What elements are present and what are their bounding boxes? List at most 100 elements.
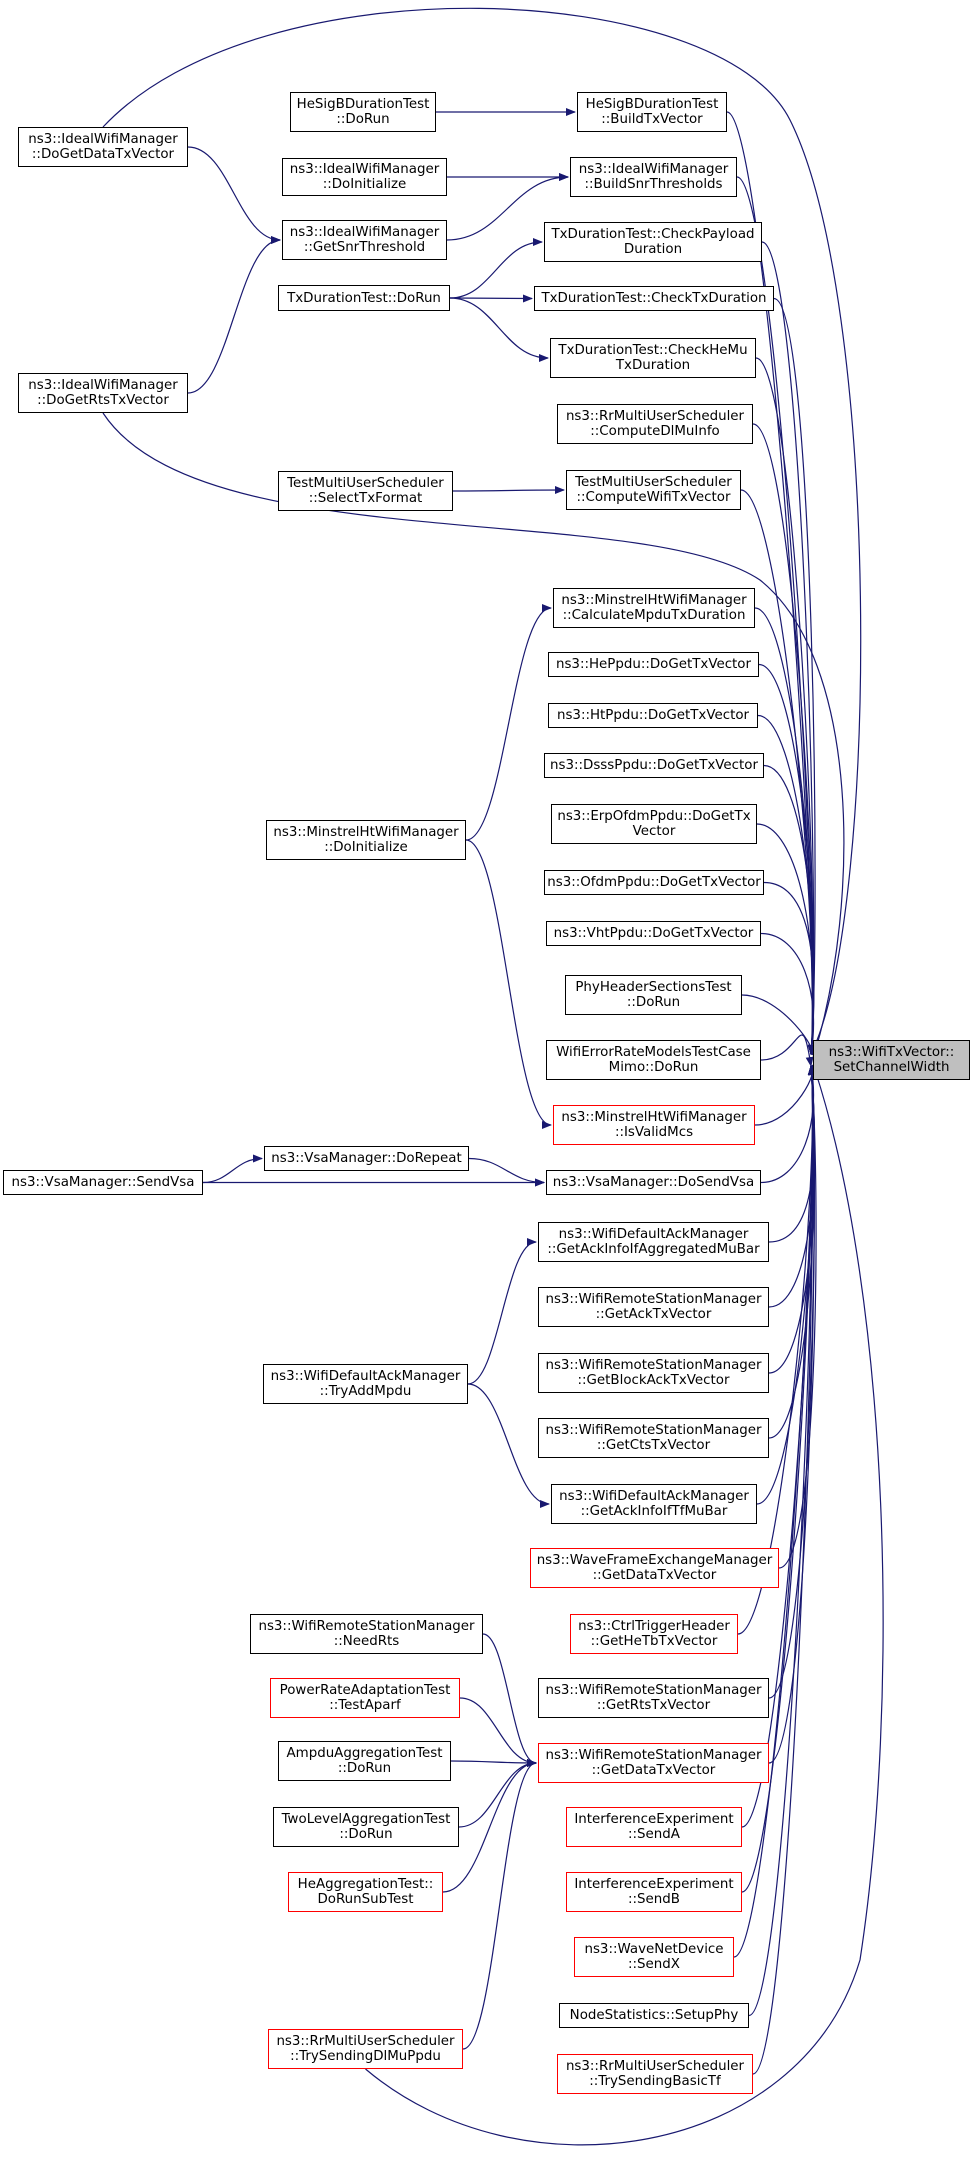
call-edge-to-target	[768, 1065, 816, 1764]
graph-node-node-stats[interactable]: NodeStatistics::SetupPhy	[559, 2003, 749, 2028]
call-edge	[482, 1633, 537, 1767]
graph-node-ampdu-do-run[interactable]: AmpduAggregationTest::DoRun	[278, 1741, 451, 1781]
graph-node-if-send-a[interactable]: InterferenceExperiment::SendA	[566, 1807, 742, 1847]
graph-node-dsss-ppdu[interactable]: ns3::DsssPpdu::DoGetTxVector	[544, 753, 764, 778]
graph-node-vht-ppdu[interactable]: ns3::VhtPpdu::DoGetTxVector	[546, 921, 761, 946]
node-label-line: TestMultiUserScheduler	[287, 476, 444, 491]
graph-node-minstrel-calc[interactable]: ns3::MinstrelHtWifiManager::CalculateMpd…	[553, 588, 755, 628]
call-edge-to-target	[760, 1065, 817, 1184]
node-label-line: ns3::WifiRemoteStationManager	[545, 1358, 762, 1373]
node-label-line: ns3::RrMultiUserScheduler	[565, 409, 745, 424]
node-label-line: ns3::IdealWifiManager	[289, 162, 440, 177]
node-label-line: Mimo::DoRun	[608, 1060, 699, 1075]
node-label-line: ns3::IdealWifiManager	[28, 132, 178, 147]
graph-node-ctrl-trig[interactable]: ns3::CtrlTriggerHeader::GetHeTbTxVector	[570, 1614, 738, 1654]
graph-node-if-send-b[interactable]: InterferenceExperiment::SendB	[566, 1872, 742, 1912]
graph-node-rr-try-send-basic[interactable]: ns3::RrMultiUserScheduler::TrySendingBas…	[557, 2054, 753, 2094]
graph-node-rsm-get-block-ack[interactable]: ns3::WifiRemoteStationManager::GetBlockA…	[538, 1353, 769, 1393]
graph-node-test-aparf[interactable]: PowerRateAdaptationTest::TestAparf	[270, 1678, 460, 1718]
node-label-line: ns3::HtPpdu::DoGetTxVector	[556, 708, 750, 723]
graph-node-rsm-get-rts[interactable]: ns3::WifiRemoteStationManager::GetRtsTxV…	[538, 1678, 769, 1718]
graph-node-wave-get-data[interactable]: ns3::WaveFrameExchangeManager::GetDataTx…	[530, 1548, 779, 1588]
node-label-line: ns3::WifiRemoteStationManager	[258, 1619, 475, 1634]
node-label-line: ::GetHeTbTxVector	[590, 1634, 718, 1649]
graph-node-minstrel-valid[interactable]: ns3::MinstrelHtWifiManager::IsValidMcs	[553, 1105, 755, 1145]
graph-node-txdur-do-run[interactable]: TxDurationTest::DoRun	[278, 285, 450, 311]
graph-node-txdur-check-tx[interactable]: TxDurationTest::CheckTxDuration	[534, 286, 774, 311]
graph-node-rsm-get-cts[interactable]: ns3::WifiRemoteStationManager::GetCtsTxV…	[538, 1418, 769, 1458]
call-edge-to-target	[768, 1065, 816, 1374]
graph-node-ofdm-ppdu[interactable]: ns3::OfdmPpdu::DoGetTxVector	[544, 870, 764, 895]
graph-node-he-agg-sub[interactable]: HeAggregationTest::DoRunSubTest	[288, 1872, 443, 1912]
node-label-line: ::IsValidMcs	[614, 1125, 694, 1140]
graph-node-testmu-compute[interactable]: TestMultiUserScheduler::ComputeWifiTxVec…	[566, 470, 741, 510]
graph-node-minstrel-do-init[interactable]: ns3::MinstrelHtWifiManager::DoInitialize	[266, 820, 466, 860]
graph-node-rsm-get-data[interactable]: ns3::WifiRemoteStationManager::GetDataTx…	[538, 1743, 769, 1783]
graph-node-vsa-do-repeat[interactable]: ns3::VsaManager::DoRepeat	[264, 1146, 469, 1171]
node-label-line: ::BuildSnrThresholds	[584, 177, 723, 192]
graph-node-rr-try-send-dl[interactable]: ns3::RrMultiUserScheduler::TrySendingDlM…	[268, 2029, 463, 2069]
graph-node-ack-get-agg-mu[interactable]: ns3::WifiDefaultAckManager::GetAckInfoIf…	[538, 1222, 769, 1262]
graph-node-vsa-do-send[interactable]: ns3::VsaManager::DoSendVsa	[546, 1170, 761, 1195]
graph-node-need-rts[interactable]: ns3::WifiRemoteStationManager::NeedRts	[250, 1614, 483, 1654]
node-label-line: TxDuration	[615, 358, 691, 373]
node-label-line: PowerRateAdaptationTest	[279, 1683, 451, 1698]
graph-node-rsm-get-ack[interactable]: ns3::WifiRemoteStationManager::GetAckTxV…	[538, 1287, 769, 1327]
graph-node-ideal-build-snr[interactable]: ns3::IdealWifiManager::BuildSnrThreshold…	[570, 157, 737, 197]
graph-node-ideal-get-snr[interactable]: ns3::IdealWifiManager::GetSnrThreshold	[282, 220, 447, 260]
graph-node-two-level-do-run[interactable]: TwoLevelAggregationTest::DoRun	[273, 1807, 459, 1847]
graph-node-ideal-do-get-data[interactable]: ns3::IdealWifiManager::DoGetDataTxVector	[18, 127, 188, 167]
graph-node-hesigb-build[interactable]: HeSigBDurationTest::BuildTxVector	[577, 92, 727, 132]
call-edge	[462, 1759, 537, 2050]
graph-node-vsa-send-vsa[interactable]: ns3::VsaManager::SendVsa	[3, 1170, 203, 1195]
graph-node-ack-get-tf-mu[interactable]: ns3::WifiDefaultAckManager::GetAckInfoIf…	[551, 1484, 757, 1524]
node-label-line: TxDurationTest::CheckTxDuration	[541, 291, 767, 306]
node-label-line: TestMultiUserScheduler	[575, 475, 732, 490]
call-edge	[468, 1157, 545, 1187]
node-label-line: ::SelectTxFormat	[308, 491, 423, 506]
node-label-line: ::DoGetDataTxVector	[31, 147, 175, 162]
call-edge	[458, 1759, 537, 1828]
call-edge	[459, 1697, 537, 1767]
call-edge	[452, 486, 565, 495]
graph-node-he-ppdu[interactable]: ns3::HePpdu::DoGetTxVector	[548, 652, 759, 677]
node-label-line: ::TryAddMpdu	[319, 1384, 412, 1399]
node-label-line: ::GetAckInfoIfAggregatedMuBar	[547, 1242, 760, 1257]
node-label-line: ns3::CtrlTriggerHeader	[578, 1619, 730, 1634]
call-edge-to-target	[102, 7, 862, 1051]
node-label-line: ::GetDataTxVector	[592, 1568, 717, 1583]
node-label-line: ::ComputeWifiTxVector	[576, 490, 731, 505]
node-label-line: ns3::WifiDefaultAckManager	[270, 1369, 461, 1384]
call-edge-to-target	[741, 994, 821, 1059]
node-label-line: SetChannelWidth	[833, 1060, 950, 1075]
node-label-line: ns3::WaveFrameExchangeManager	[536, 1553, 773, 1568]
node-label-line: ::DoRun	[626, 995, 681, 1010]
graph-node-ht-ppdu[interactable]: ns3::HtPpdu::DoGetTxVector	[548, 703, 758, 728]
graph-node-wave-send-x[interactable]: ns3::WaveNetDevice::SendX	[574, 1937, 734, 1977]
graph-node-testmu-select[interactable]: TestMultiUserScheduler::SelectTxFormat	[278, 471, 453, 511]
node-label-line: ::SendX	[628, 1957, 680, 1972]
call-edge	[465, 604, 552, 841]
node-label-line: ns3::DsssPpdu::DoGetTxVector	[550, 758, 758, 773]
graph-node-hesigb-do-run[interactable]: HeSigBDurationTest::DoRun	[290, 92, 436, 132]
node-label-line: ::GetRtsTxVector	[596, 1698, 711, 1713]
graph-node-ack-try-add[interactable]: ns3::WifiDefaultAckManager::TryAddMpdu	[263, 1364, 468, 1404]
graph-node-rr-compute-dl[interactable]: ns3::RrMultiUserScheduler::ComputeDlMuIn…	[557, 404, 753, 444]
call-edge	[187, 236, 281, 394]
graph-node-ideal-do-init[interactable]: ns3::IdealWifiManager::DoInitialize	[282, 158, 447, 196]
graph-node-ideal-do-get-rts[interactable]: ns3::IdealWifiManager::DoGetRtsTxVector	[18, 373, 188, 413]
call-edge	[187, 146, 281, 244]
node-label-line: Duration	[623, 242, 683, 257]
target-node: ns3::WifiTxVector::SetChannelWidth	[813, 1040, 970, 1080]
node-label-line: ::DoInitialize	[322, 177, 407, 192]
graph-node-phy-hdr-do-run[interactable]: PhyHeaderSectionsTest::DoRun	[565, 975, 742, 1015]
node-label-line: ::GetSnrThreshold	[303, 240, 426, 255]
call-edge-to-target	[761, 241, 816, 1055]
call-edge	[449, 294, 533, 303]
